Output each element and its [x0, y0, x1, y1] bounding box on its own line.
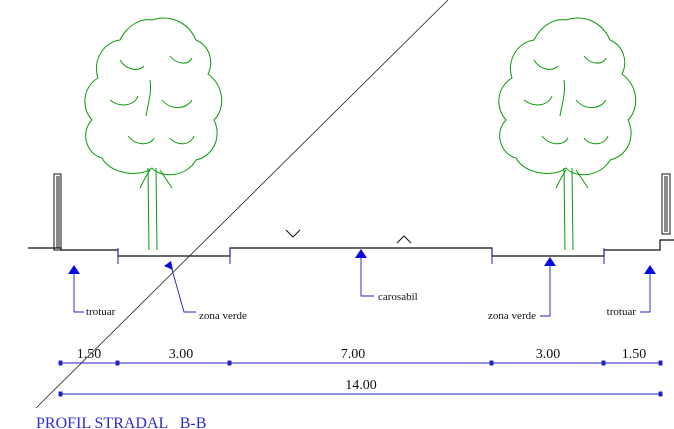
- marker-zona-verde-right: [540, 257, 556, 317]
- dimension-line-segments: [58, 360, 663, 366]
- tree-right-icon: [498, 17, 637, 251]
- dimension-zona-verde-left: 3.00: [169, 347, 194, 362]
- label-trotuar-right: trotuar: [607, 306, 637, 318]
- marker-trotuar-right: [640, 265, 656, 313]
- dimension-zona-verde-right: 3.00: [536, 347, 561, 362]
- dimension-line-total: [58, 391, 663, 397]
- drawing-title: PROFIL STRADAL B-B: [36, 415, 206, 429]
- slope-chevron-down-icon: [285, 229, 301, 238]
- dimension-total: 14.00: [345, 378, 377, 393]
- label-zona-verde-right: zona verde: [488, 310, 536, 322]
- label-carosabil: carosabil: [378, 291, 418, 303]
- ground-profile-line: [28, 239, 674, 257]
- label-zona-verde-left: zona verde: [199, 310, 247, 322]
- right-wall: [661, 173, 671, 235]
- marker-carosabil: [355, 249, 374, 297]
- slope-chevron-up-icon: [396, 235, 412, 244]
- dimension-carosabil: 7.00: [341, 347, 366, 362]
- marker-trotuar-left: [68, 265, 84, 313]
- section-cut-line: [35, 0, 449, 409]
- left-wall: [53, 173, 62, 251]
- dimension-trotuar-left: 1.50: [77, 347, 102, 362]
- marker-zona-verde-left: [164, 261, 196, 313]
- tree-left-icon: [84, 17, 223, 251]
- label-trotuar-left: trotuar: [86, 306, 116, 318]
- dimension-trotuar-right: 1.50: [622, 347, 647, 362]
